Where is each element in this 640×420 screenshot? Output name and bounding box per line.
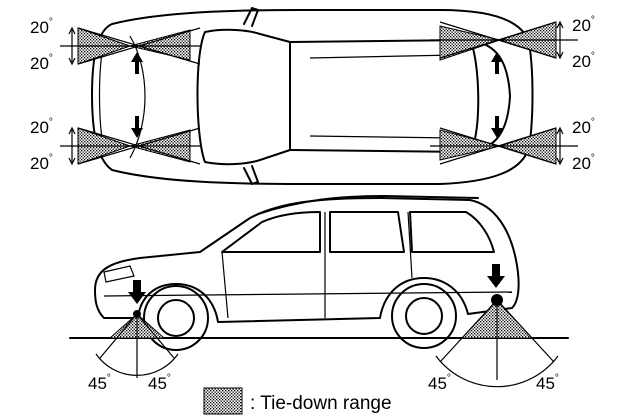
front-angle-line-left	[99, 313, 138, 359]
tiedown-arrow-front-bottom	[131, 116, 143, 138]
crossline-2	[77, 27, 201, 65]
front-angle-arc	[95, 353, 179, 376]
dim-arrow-right-bottom	[556, 126, 564, 166]
mirror-top	[243, 7, 259, 27]
rear-angle-line-right	[496, 299, 555, 363]
inner-range-4	[439, 129, 501, 161]
angle-label-left-1: 20°	[30, 17, 53, 37]
angle-label-left-4: 20°	[30, 153, 53, 173]
top-windshield	[196, 28, 291, 166]
angle-label-right-2: 20°	[572, 51, 595, 71]
door-line-front	[221, 251, 229, 319]
front-angle-line-right	[136, 313, 175, 359]
angle-label-side-1: 45°	[88, 373, 111, 393]
headlight	[103, 265, 135, 283]
legend: : Tie-down range	[203, 387, 392, 415]
angle-label-left-2: 20°	[30, 53, 53, 73]
rear-angle-line-left	[439, 299, 498, 363]
angle-label-side-2: 45°	[148, 373, 171, 393]
tiedown-arrow-rear-side	[487, 264, 505, 288]
side-window-rear	[409, 211, 495, 253]
top-view: 20° 20° 20° 20° 20° 20° 20° 20°	[30, 7, 595, 185]
crossline-8	[439, 127, 557, 165]
rear-angle-arc	[435, 355, 559, 388]
side-molding	[103, 291, 513, 297]
door-line-rear	[407, 211, 413, 279]
legend-swatch	[203, 387, 243, 415]
side-view: 45° 45° 45° 45°	[69, 195, 569, 393]
rear-wheel	[391, 283, 457, 349]
tiedown-arrow-rear-bottom	[491, 116, 503, 138]
crossline-4	[77, 127, 201, 165]
front-wheel	[143, 285, 209, 351]
tiedown-arrow-front-side	[128, 280, 146, 304]
mirror-bottom	[243, 165, 259, 185]
legend-label: : Tie-down range	[250, 393, 392, 414]
inner-range-1	[129, 29, 191, 61]
angle-label-right-1: 20°	[572, 15, 595, 35]
dim-arrow-left-bottom	[68, 126, 76, 166]
side-window-mid	[329, 211, 405, 253]
roof-rail-right	[309, 135, 456, 139]
tiedown-arrow-front-top	[131, 52, 143, 74]
angle-label-right-4: 20°	[572, 153, 595, 173]
angle-label-left-3: 20°	[30, 117, 53, 137]
angle-label-side-4: 45°	[536, 373, 559, 393]
dim-arrow-left-top	[68, 26, 76, 66]
side-roof-rail	[257, 195, 479, 215]
inner-range-3	[439, 25, 502, 61]
side-window-front	[221, 211, 321, 253]
tiedown-arrow-rear-top	[491, 52, 503, 74]
dim-arrow-right-top	[556, 20, 564, 60]
angle-label-side-3: 45°	[428, 373, 451, 393]
angle-label-right-3: 20°	[572, 117, 595, 137]
side-car-body	[94, 197, 520, 323]
roof-rail-left	[309, 54, 456, 59]
crossline-6	[439, 21, 557, 59]
front-wheel-hub	[157, 299, 195, 337]
rear-wheel-hub	[405, 297, 443, 335]
